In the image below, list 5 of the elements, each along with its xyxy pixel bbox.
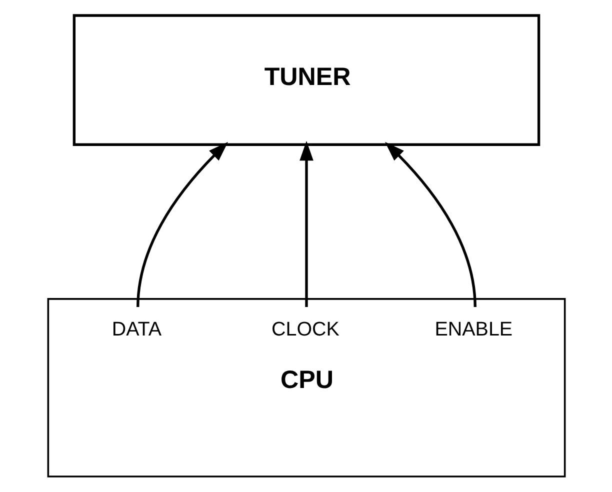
arrow [136,142,228,308]
arrow [299,140,313,307]
arrow [384,142,476,308]
node-box: DATA CLOCK ENABLE CPU [46,298,566,478]
node-box: TUNER [72,14,540,146]
